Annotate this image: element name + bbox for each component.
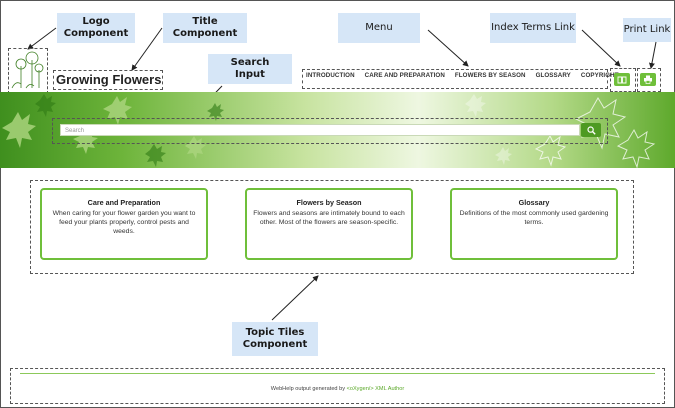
callout-print-link: Print Link [623, 18, 671, 42]
menu-component-box [302, 69, 608, 89]
dandelion-logo [11, 51, 44, 89]
callout-logo-component: Logo Component [57, 13, 135, 43]
tile-description: Definitions of the most commonly used ga… [459, 210, 609, 226]
tile-description: When caring for your flower garden you w… [52, 210, 196, 235]
print-icon [644, 75, 652, 84]
footer-prefix: WebHelp output generated by [270, 386, 347, 392]
tile-title: Flowers by Season [296, 198, 362, 207]
tile-title: Glossary [518, 198, 550, 207]
topic-tile-care-and-preparation[interactable]: Care and Preparation When caring for you… [40, 188, 208, 260]
print-box [637, 68, 661, 92]
topic-tile-flowers-by-season[interactable]: Flowers by Season Flowers and seasons ar… [245, 188, 413, 260]
tile-title: Care and Preparation [87, 198, 161, 207]
index-terms-link[interactable] [614, 73, 630, 86]
callout-menu: Menu [338, 13, 420, 43]
menu-item-care-and-preparation[interactable]: CARE AND PREPARATION [364, 72, 445, 79]
tile-description: Flowers and seasons are intimately bound… [253, 210, 405, 226]
callout-search-input: Search Input [208, 54, 292, 84]
footer-brand-link[interactable]: <oXygen/> XML Author [346, 386, 405, 392]
menu-item-introduction[interactable]: INTRODUCTION [306, 72, 355, 79]
footer-text: WebHelp output generated by <oXygen/> XM… [0, 386, 675, 392]
site-title[interactable]: Growing Flowers [56, 72, 162, 87]
search-icon [586, 125, 596, 135]
search-component-box [52, 118, 608, 144]
footer-component-box [10, 368, 665, 404]
topic-tile-glossary[interactable]: Glossary Definitions of the most commonl… [450, 188, 618, 260]
main-menu: INTRODUCTION CARE AND PREPARATION FLOWER… [306, 72, 629, 79]
menu-item-glossary[interactable]: GLOSSARY [535, 72, 571, 79]
topic-tiles-component-box [30, 180, 634, 274]
footer-divider [20, 373, 655, 374]
title-component-box [53, 70, 163, 90]
search-button[interactable] [581, 123, 601, 137]
callout-title-component: Title Component [163, 13, 247, 43]
menu-item-copyright[interactable]: COPYRIGHT [580, 72, 619, 79]
book-icon [617, 76, 627, 83]
menu-item-flowers-by-season[interactable]: FLOWERS BY SEASON [454, 72, 526, 79]
print-link[interactable] [640, 73, 656, 86]
index-terms-box [610, 68, 636, 92]
callout-index-terms-link: Index Terms Link [490, 13, 576, 43]
callout-topic-tiles-component: Topic Tiles Component [232, 322, 318, 356]
search-input[interactable]: Search [60, 124, 580, 136]
